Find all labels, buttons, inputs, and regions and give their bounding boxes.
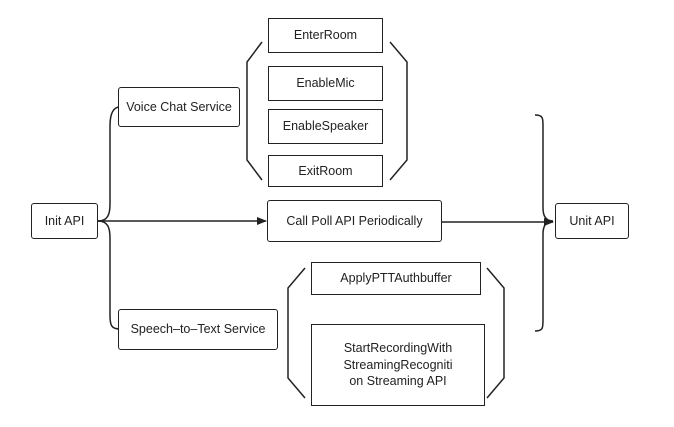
step-start-recording-box: StartRecordingWith StreamingRecogniti on…	[311, 324, 485, 406]
branch-curve-top	[97, 106, 121, 222]
step-start-recording-label: StartRecordingWith StreamingRecogniti on…	[343, 340, 453, 389]
step-enable-speaker-box: EnableSpeaker	[268, 109, 383, 144]
branch-curve-bottom	[97, 220, 121, 330]
step-apply-ptt-label: ApplyPTTAuthbuffer	[340, 271, 452, 286]
voice-chat-service-box: Voice Chat Service	[118, 87, 240, 127]
step-enter-room-label: EnterRoom	[293, 28, 358, 43]
init-api-label: Init API	[44, 213, 85, 228]
call-poll-api-label: Call Poll API Periodically	[286, 213, 423, 228]
speech-to-text-service-label: Speech–to–Text Service	[130, 322, 266, 337]
unit-api-label: Unit API	[569, 213, 615, 228]
step-enter-room-box: EnterRoom	[268, 18, 383, 53]
step-exit-room-label: ExitRoom	[298, 163, 353, 178]
voice-steps-left-bracket	[246, 41, 263, 181]
step-exit-room-box: ExitRoom	[268, 155, 383, 187]
voice-chat-service-label: Voice Chat Service	[126, 99, 232, 114]
unit-api-box: Unit API	[555, 203, 629, 239]
init-api-box: Init API	[31, 203, 98, 239]
speech-steps-left-bracket	[287, 267, 306, 399]
step-enable-mic-label: EnableMic	[296, 76, 355, 91]
call-poll-api-box: Call Poll API Periodically	[267, 200, 442, 242]
speech-steps-right-bracket	[486, 267, 505, 399]
step-apply-ptt-box: ApplyPTTAuthbuffer	[311, 262, 481, 295]
unit-api-left-bracket	[534, 114, 554, 332]
step-enable-speaker-label: EnableSpeaker	[282, 119, 369, 134]
voice-steps-right-bracket	[389, 41, 408, 181]
speech-to-text-service-box: Speech–to–Text Service	[118, 309, 278, 350]
step-enable-mic-box: EnableMic	[268, 66, 383, 101]
